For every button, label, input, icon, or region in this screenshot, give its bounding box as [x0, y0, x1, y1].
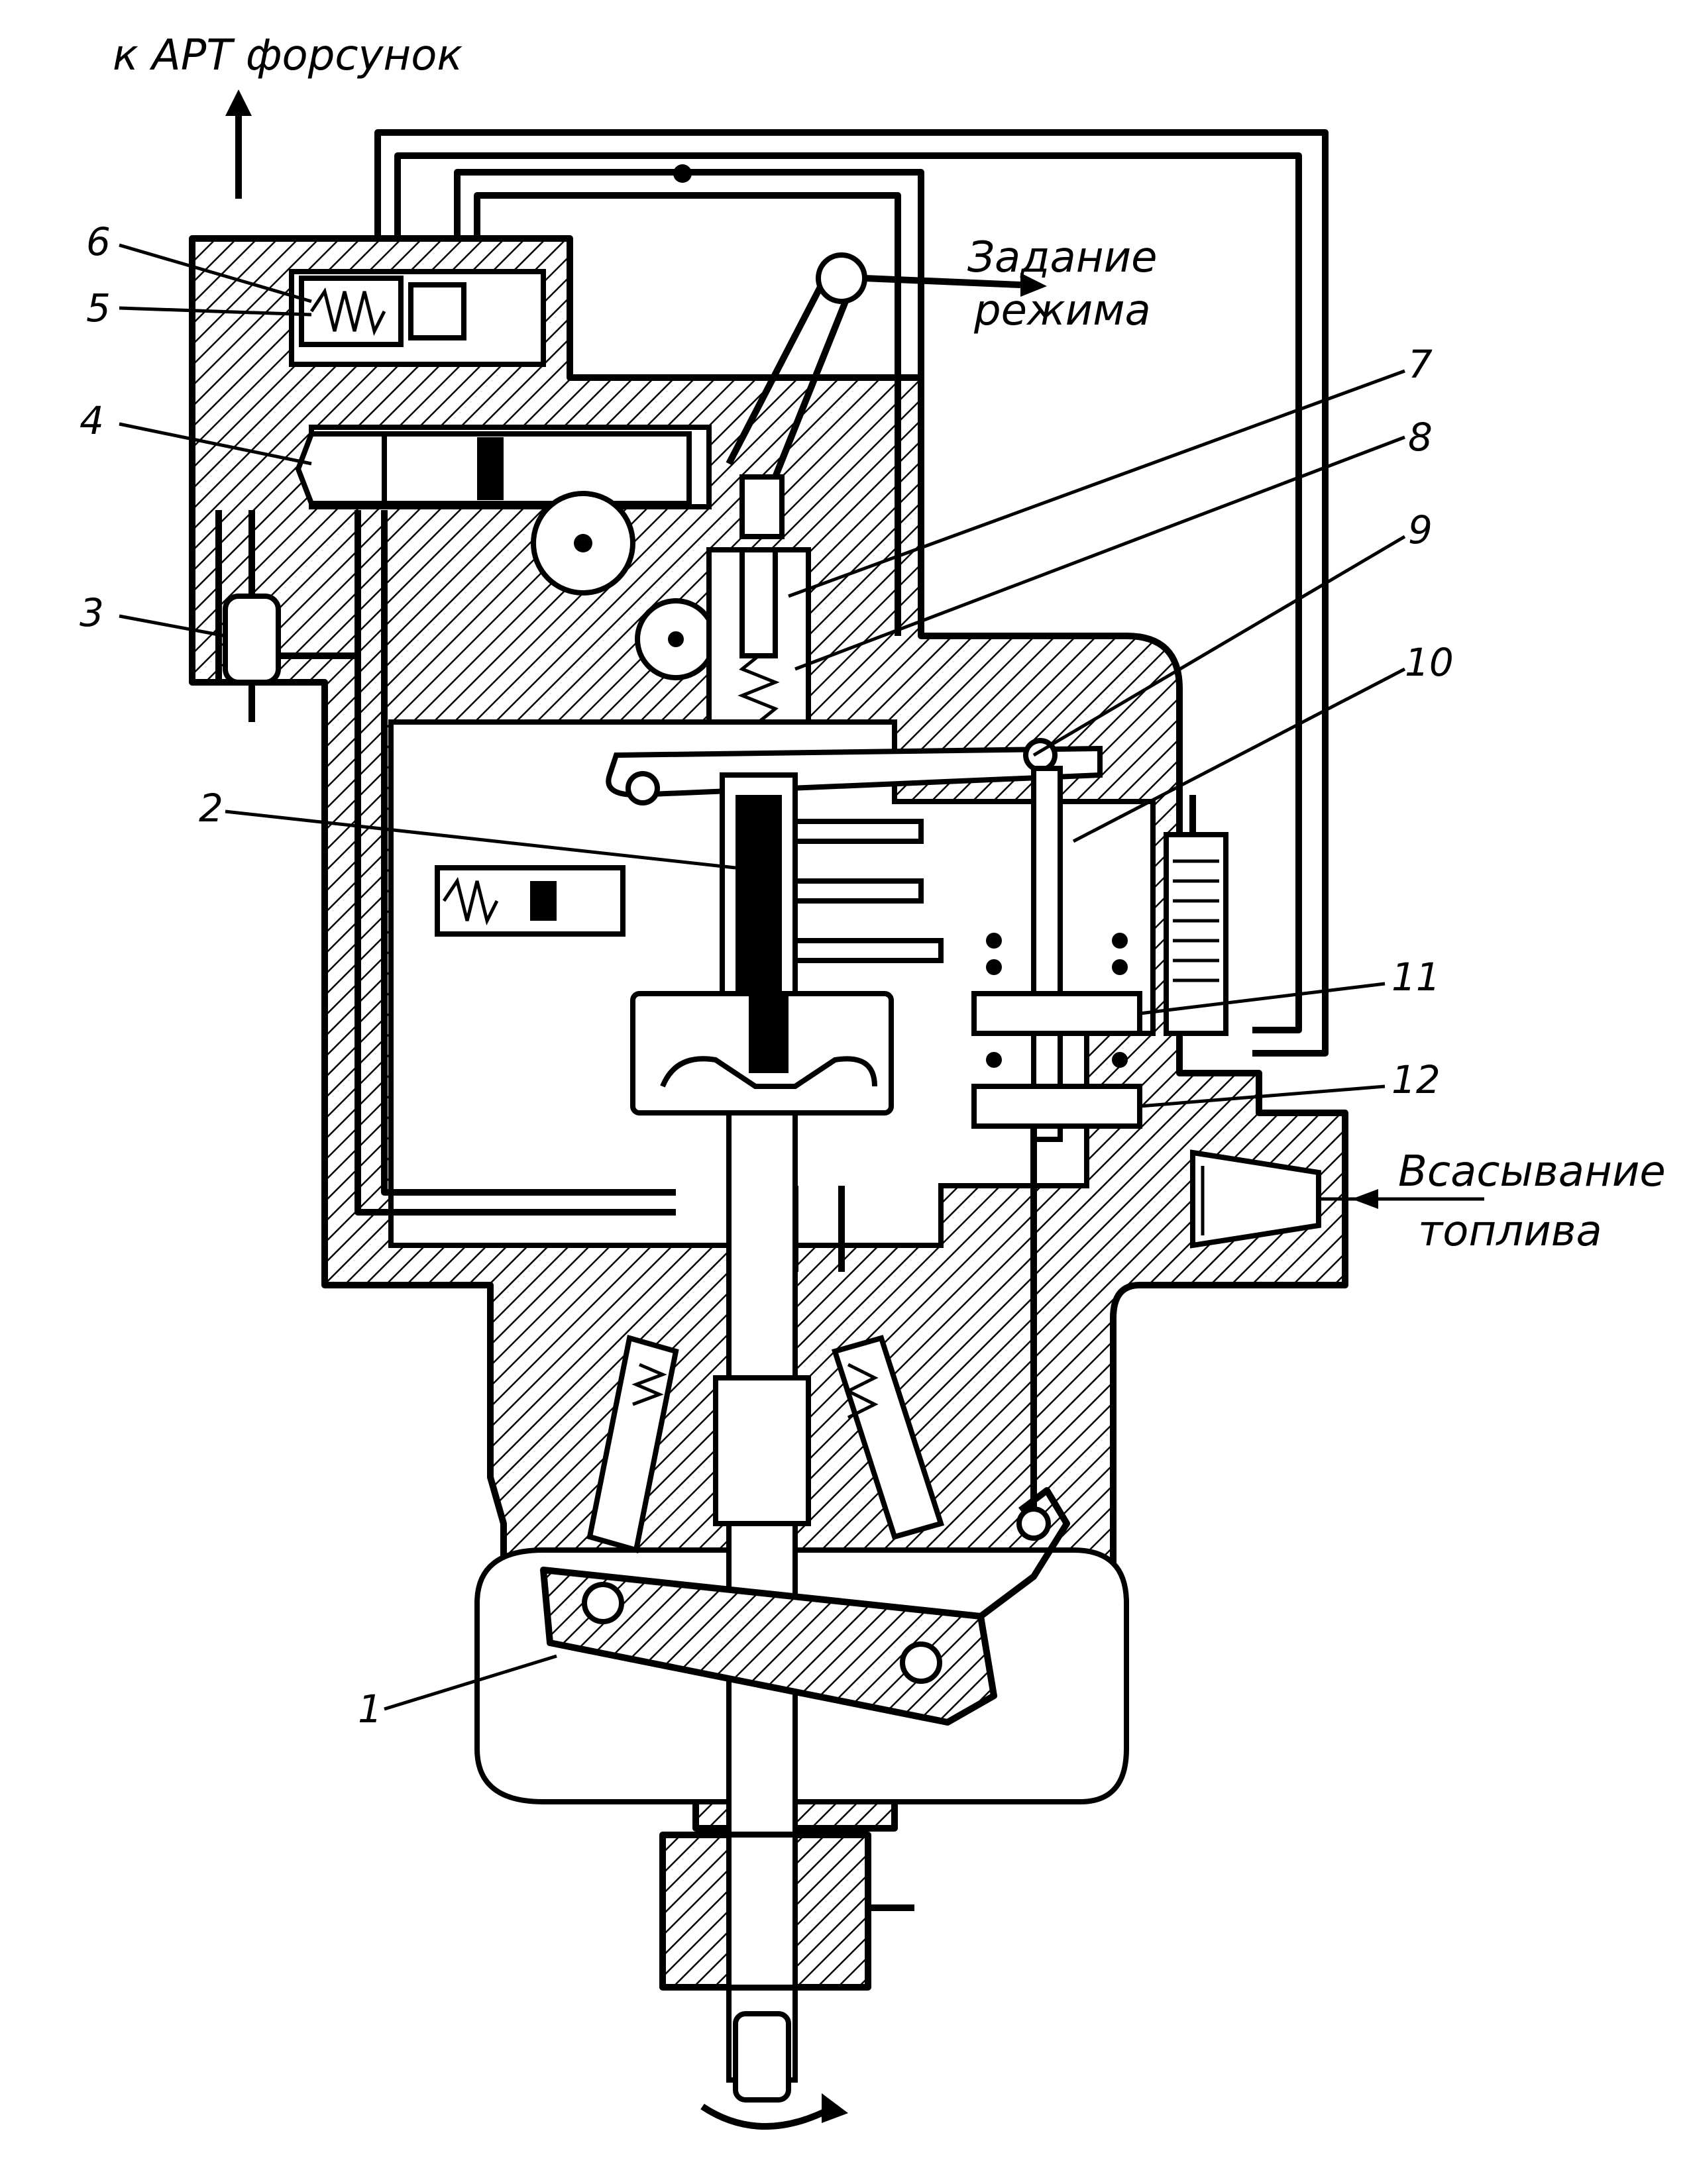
label-fuel-intake-2: топлива [1418, 1207, 1602, 1256]
callout-9: 9 [1408, 507, 1433, 552]
return-pipe [374, 129, 1329, 1057]
bottom-bearing [659, 1832, 914, 1991]
callout-10: 10 [1405, 640, 1454, 685]
swash-plate-1 [540, 1126, 1070, 1726]
callout-2: 2 [199, 786, 223, 831]
callout-3: 3 [80, 590, 104, 635]
spring-valve-5-6 [299, 276, 466, 347]
intake-filter [1190, 1149, 1484, 1249]
label-mode-setting-2: режима [973, 286, 1151, 335]
callout-11: 11 [1391, 955, 1441, 1000]
valve-4 [295, 431, 692, 506]
label-fuel-intake-1: Всасывание [1398, 1147, 1666, 1196]
relief-valve-3 [223, 510, 281, 722]
callout-7: 7 [1408, 342, 1433, 387]
callout-12: 12 [1391, 1057, 1441, 1102]
control-lever [726, 252, 1047, 539]
gear-sectors [531, 491, 717, 680]
leader-lines [119, 243, 1406, 1711]
servo-piston-7-8 [706, 547, 811, 725]
callout-6: 6 [86, 219, 111, 264]
callout-8: 8 [1408, 415, 1433, 460]
side-valve [435, 865, 626, 937]
callout-4: 4 [80, 398, 104, 443]
pump-pistons [586, 1334, 945, 1554]
outlet-arrow [225, 89, 252, 199]
label-mode-setting-1: Задание [967, 233, 1158, 282]
cross-head [630, 991, 894, 1116]
callout-1: 1 [358, 1687, 382, 1732]
callout-5: 5 [86, 286, 111, 331]
label-to-injectors: к АРТ форсунок [113, 31, 463, 80]
